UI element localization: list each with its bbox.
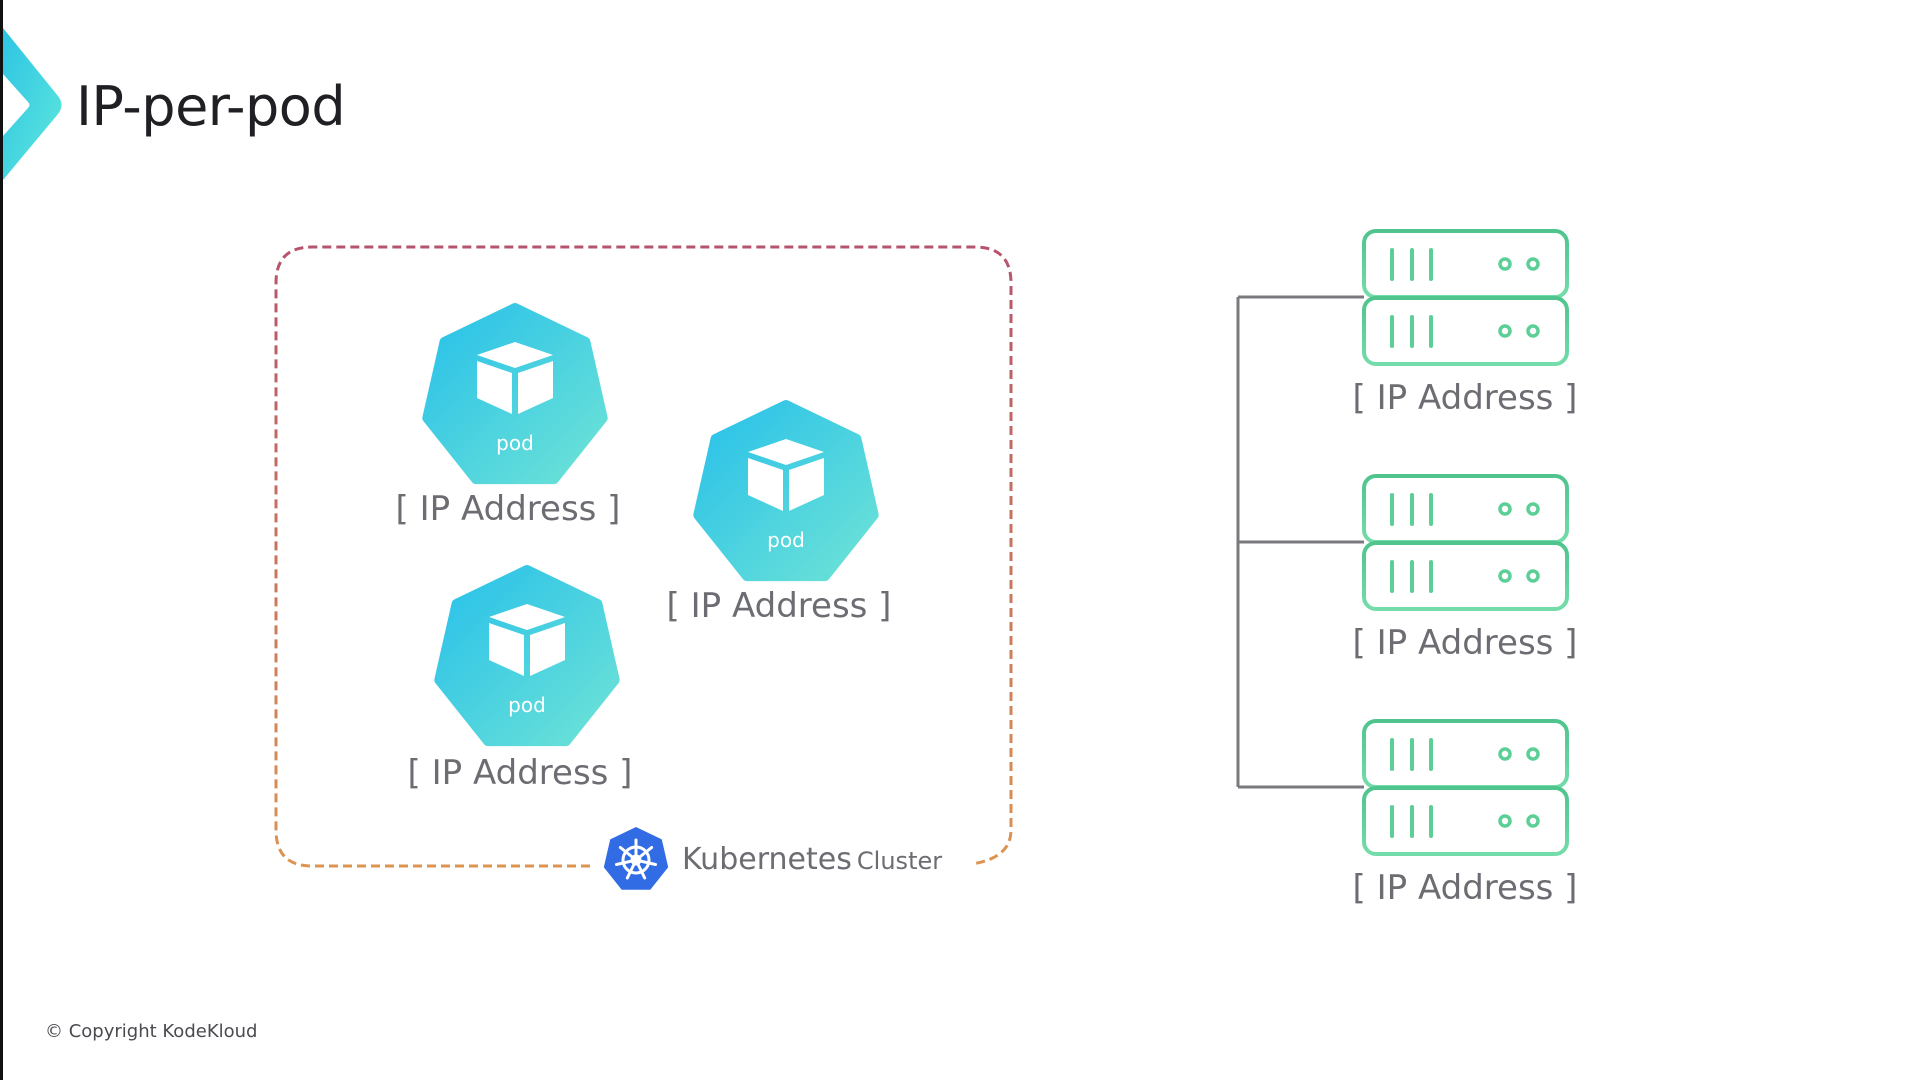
server-ip-label: [ IP Address ] [1352,868,1578,908]
pod-ip-label: [ IP Address ] [395,489,621,529]
pod-heptagon [434,565,620,747]
pod-label: pod [496,431,534,455]
kodekloud-chevron-logo [3,28,62,180]
server-unit [1362,474,1569,544]
pod: pod [422,303,608,485]
cluster-label-main: Kubernetes [682,842,852,877]
kubernetes-helm-wheel-icon [603,827,669,890]
pod: pod [693,400,879,582]
server-unit [1362,786,1569,856]
slide-title: IP-per-pod [76,75,346,138]
pod-heptagon [422,303,608,485]
server-rack-icon [1362,719,1569,856]
server-unit [1362,541,1569,611]
cube-icon [748,439,824,511]
cluster-boundary [274,245,1013,868]
pod-label: pod [767,528,805,552]
server-rack-icon [1362,229,1569,366]
pod-ip-label: [ IP Address ] [407,753,633,793]
cube-icon [489,604,565,676]
pod: pod [434,565,620,747]
server-unit [1362,296,1569,366]
server-ip-label: [ IP Address ] [1352,623,1578,663]
server-unit [1362,719,1569,789]
cube-icon [477,342,553,414]
server-unit [1362,229,1569,299]
pod-ip-label: [ IP Address ] [666,586,892,626]
server-rack-icon [1362,474,1569,611]
pod-label: pod [508,693,546,717]
cluster-label-sub: Cluster [856,847,943,875]
pod-heptagon [693,400,879,582]
server-ip-label: [ IP Address ] [1352,378,1578,418]
cluster-label: Kubernetes Cluster [682,845,942,875]
left-edge-bar [0,0,3,1080]
copyright-footer: © Copyright KodeKloud [45,1021,258,1042]
